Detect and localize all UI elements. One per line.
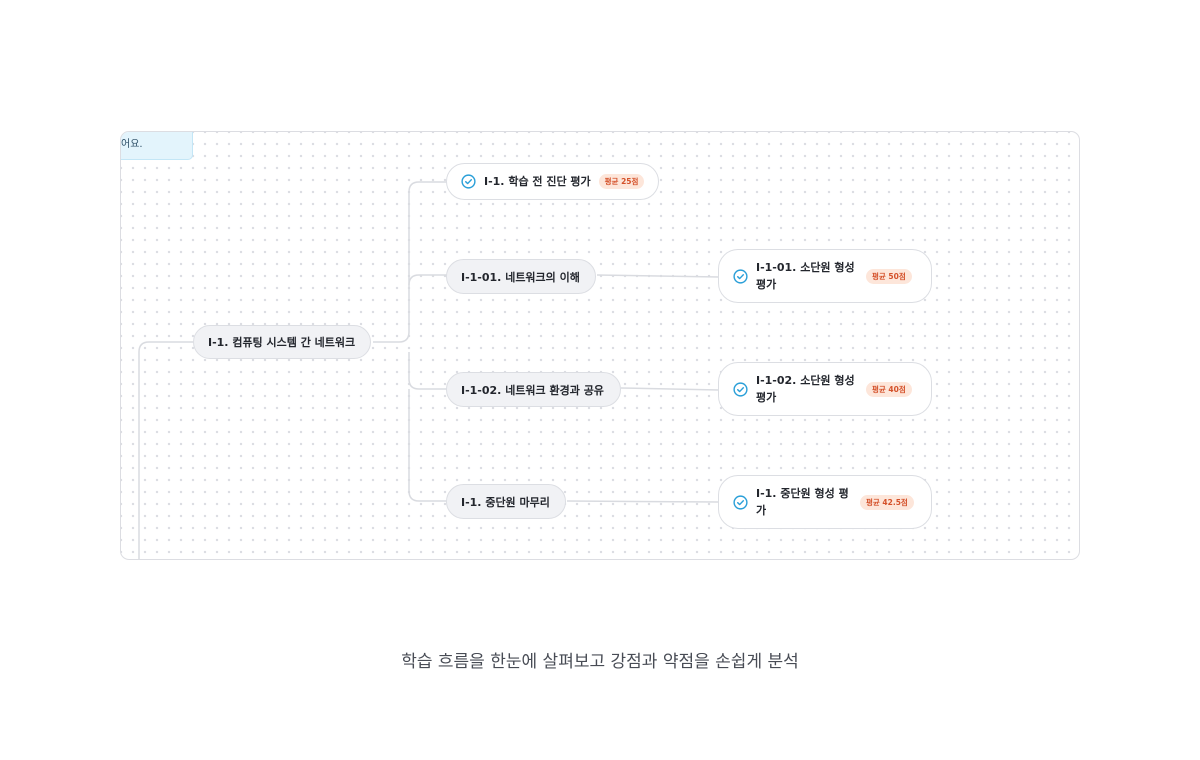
node-root-chapter[interactable]: I-1. 컴퓨팅 시스템 간 네트워크 [193, 325, 371, 359]
score-badge: 평균 42.5점 [860, 494, 914, 510]
node-unit-2-eval[interactable]: I-1-02. 소단원 형성 평가 평균 40점 [718, 362, 932, 416]
connector-lines [138, 181, 720, 559]
score-badge: 평균 50점 [866, 268, 912, 284]
node-unit-2-label: I-1-02. 네트워크 환경과 공유 [461, 383, 604, 397]
node-unit-3[interactable]: I-1. 중단원 마무리 [446, 484, 566, 519]
connector-unit-2-to-eval [620, 387, 720, 391]
node-unit-1-label: I-1-01. 네트워크의 이해 [461, 270, 580, 284]
score-badge: 평균 25점 [598, 174, 645, 189]
node-unit-3-eval[interactable]: I-1. 중단원 형성 평가 평균 42.5점 [718, 475, 932, 529]
check-circle-icon [733, 381, 748, 397]
connector-left-edge [138, 341, 193, 559]
check-circle-icon [733, 494, 748, 510]
node-unit-3-label: I-1. 중단원 마무리 [461, 495, 550, 509]
check-circle-icon [461, 174, 476, 189]
node-unit-2[interactable]: I-1-02. 네트워크 환경과 공유 [446, 372, 621, 407]
node-unit-1[interactable]: I-1-01. 네트워크의 이해 [446, 259, 596, 294]
learning-flow-canvas[interactable]: 어요. I-1. 컴퓨팅 시스템 간 네트워크 I-1. 학습 전 진단 평가 … [120, 131, 1080, 560]
unit-2-eval-label: I-1-02. 소단원 형성 평가 [756, 374, 855, 404]
connector-unit-1-to-eval [596, 274, 720, 278]
score-badge: 평균 40점 [866, 381, 912, 397]
node-unit-1-eval[interactable]: I-1-01. 소단원 형성 평가 평균 50점 [718, 249, 932, 303]
check-circle-icon [733, 268, 748, 284]
feature-caption: 학습 흐름을 한눈에 살펴보고 강점과 약점을 손쉽게 분석 [401, 652, 799, 672]
connector-unit-3-to-eval [566, 500, 720, 503]
diagnostic-eval-label: I-1. 학습 전 진단 평가 [484, 175, 591, 188]
node-diagnostic-eval[interactable]: I-1. 학습 전 진단 평가 평균 25점 [446, 163, 659, 200]
connector-root-to-unit-3 [408, 389, 447, 502]
unit-3-eval-label: I-1. 중단원 형성 평가 [756, 487, 849, 517]
node-root-label: I-1. 컴퓨팅 시스템 간 네트워크 [208, 336, 356, 349]
tooltip-text: 어요. [121, 139, 143, 150]
connector-root-to-unit-2 [408, 352, 447, 390]
connector-root-to-diagnostic [373, 181, 447, 343]
tooltip-fragment: 어요. [121, 132, 193, 160]
unit-1-eval-label: I-1-01. 소단원 형성 평가 [756, 261, 855, 291]
connector-root-to-unit-1 [408, 274, 447, 286]
